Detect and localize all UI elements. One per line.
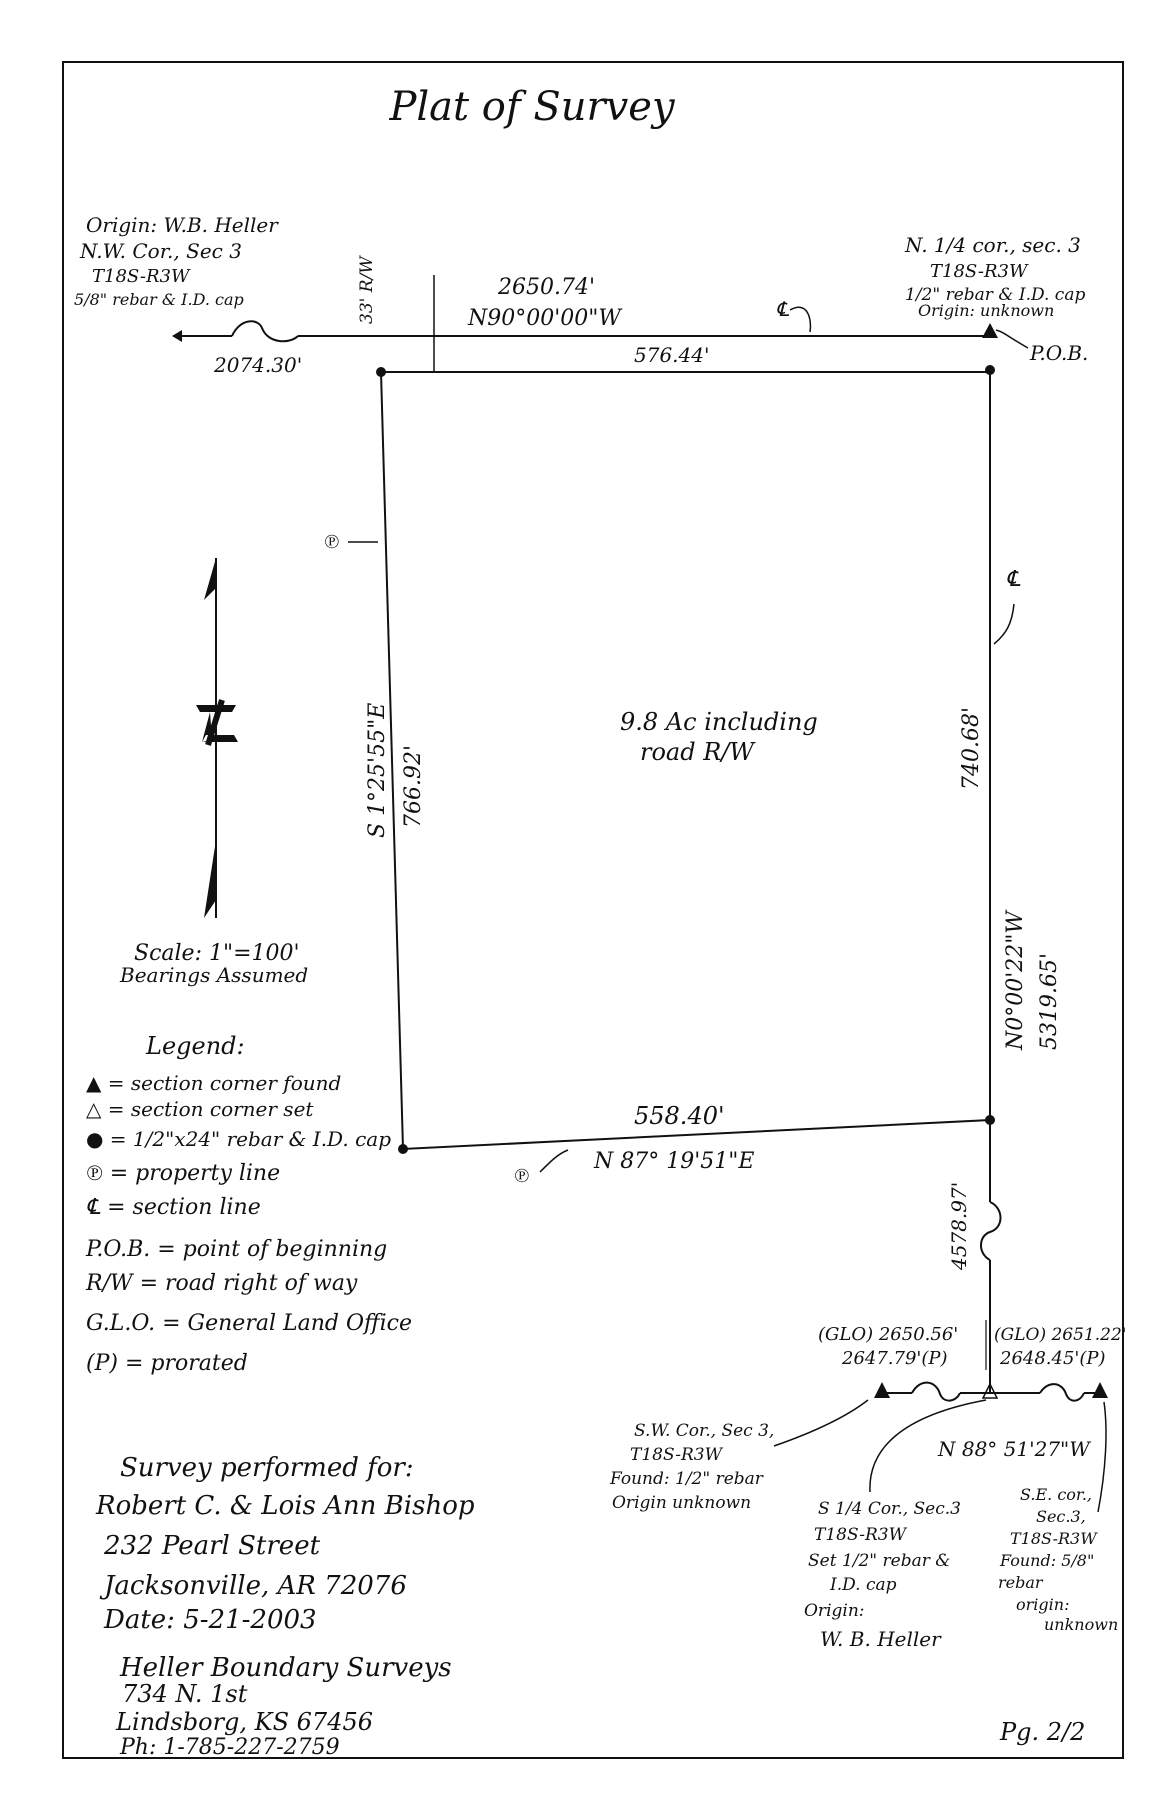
right-of-way-label: 33' R/W — [357, 255, 377, 324]
page-border — [62, 61, 1124, 1759]
north-quarter-corner-label: N. 1/4 cor., sec. 3 T18S-R3W 1/2" rebar … — [904, 233, 1085, 320]
legend-item: (P) = prorated — [86, 1351, 248, 1376]
svg-text:W. B. Heller: W. B. Heller — [820, 1627, 942, 1651]
svg-text:Origin: unknown: Origin: unknown — [918, 301, 1054, 320]
west-bearing: S 1°25'55"E — [365, 703, 390, 838]
origin-label: Origin: W.B. Heller N.W. Cor., Sec 3 T18… — [74, 213, 279, 309]
svg-text:Jacksonville, AR 72076: Jacksonville, AR 72076 — [99, 1571, 407, 1601]
svg-text:Sec.3,: Sec.3, — [1036, 1507, 1086, 1526]
svg-text:T18S-R3W: T18S-R3W — [92, 266, 191, 287]
svg-text:Origin:: Origin: — [804, 1601, 865, 1621]
north-arrow-icon — [196, 558, 238, 918]
east-section-line-south — [980, 1120, 1002, 1393]
east-lower-distance: 4578.97' — [947, 1182, 971, 1271]
svg-text:Survey performed for:: Survey performed for: — [120, 1453, 414, 1483]
svg-text:1/2" rebar & I.D. cap: 1/2" rebar & I.D. cap — [905, 285, 1085, 305]
south-section-line — [874, 1381, 1108, 1402]
svg-text:T18S-R3W: T18S-R3W — [930, 261, 1029, 282]
south-quarter-corner-label: S 1/4 Cor., Sec.3 T18S-R3W Set 1/2" reba… — [804, 1399, 987, 1651]
svg-text:Heller Boundary Surveys: Heller Boundary Surveys — [119, 1653, 452, 1683]
svg-text:Origin unknown: Origin unknown — [612, 1493, 751, 1513]
svg-text:Robert C. & Lois Ann Bishop: Robert C. & Lois Ann Bishop — [95, 1491, 475, 1521]
legend-item: G.L.O. = General Land Office — [86, 1311, 412, 1336]
west-pl-label: ℗ — [324, 529, 339, 553]
legend-item: P.O.B. = point of beginning — [85, 1237, 387, 1262]
svg-text:N. 1/4 cor., sec. 3: N. 1/4 cor., sec. 3 — [904, 233, 1081, 257]
legend-item: ℗ = property line — [86, 1161, 280, 1186]
glo-east-distance: (GLO) 2651.22' — [994, 1325, 1126, 1345]
legend: Legend: ▲ = section corner found △ = sec… — [85, 1032, 412, 1376]
east-total-distance: 5319.65' — [1037, 953, 1062, 1050]
sw-corner-label: S.W. Cor., Sec 3, T18S-R3W Found: 1/2" r… — [609, 1399, 869, 1513]
north-section-line — [172, 320, 998, 343]
page-number: Pg. 2/2 — [999, 1718, 1085, 1746]
legend-title: Legend: — [145, 1032, 245, 1060]
se-corner-label: S.E. cor., Sec.3, T18S-R3W Found: 5/8" r… — [998, 1401, 1118, 1634]
rebar-sw — [398, 1144, 408, 1154]
svg-text:Set 1/2" rebar &: Set 1/2" rebar & — [808, 1551, 950, 1571]
pob-label: P.O.B. — [1029, 341, 1088, 365]
surveyor-block: Heller Boundary Surveys 734 N. 1st Linds… — [115, 1653, 452, 1760]
sw-corner-found-marker — [874, 1382, 890, 1398]
svg-text:5/8" rebar & I.D. cap: 5/8" rebar & I.D. cap — [74, 290, 244, 309]
svg-text:T18S-R3W: T18S-R3W — [630, 1445, 724, 1465]
svg-text:Ph: 1-785-227-2759: Ph: 1-785-227-2759 — [119, 1735, 340, 1760]
svg-text:734 N. 1st: 734 N. 1st — [122, 1680, 248, 1708]
legend-item: ● = 1/2"x24" rebar & I.D. cap — [86, 1127, 391, 1151]
pob-corner-marker — [982, 323, 998, 338]
top-section-line-arrow — [789, 306, 812, 333]
pob-arrow — [995, 329, 1029, 349]
svg-text:Origin: W.B. Heller: Origin: W.B. Heller — [86, 213, 279, 237]
svg-text:Lindsborg, KS 67456: Lindsborg, KS 67456 — [115, 1708, 373, 1736]
svg-text:T18S-R3W: T18S-R3W — [814, 1525, 908, 1545]
svg-text:I.D. cap: I.D. cap — [829, 1575, 897, 1595]
svg-text:Found: 1/2" rebar: Found: 1/2" rebar — [609, 1469, 764, 1489]
svg-text:S 1/4 Cor., Sec.3: S 1/4 Cor., Sec.3 — [818, 1499, 961, 1519]
legend-item: ▲ = section corner found — [86, 1071, 341, 1095]
south-line-bearing: N 88° 51'27"W — [937, 1437, 1091, 1461]
south-distance: 558.40' — [634, 1102, 725, 1130]
bearings-assumed-label: Bearings Assumed — [119, 963, 308, 987]
east-lot-distance: 740.68' — [959, 707, 984, 790]
se-corner-found-marker — [1092, 1382, 1108, 1398]
top-bearing: N90°00'00"W — [467, 306, 623, 331]
svg-text:unknown: unknown — [1044, 1615, 1118, 1634]
legend-item: △ = section corner set — [86, 1097, 314, 1121]
legend-item: ℄ = section line — [86, 1195, 261, 1220]
area-label-line-2: road R/W — [640, 738, 756, 766]
svg-text:rebar: rebar — [998, 1573, 1044, 1592]
plat-title: Plat of Survey — [388, 84, 676, 130]
legend-item: R/W = road right of way — [85, 1271, 358, 1296]
top-total-distance: 2650.74' — [497, 275, 595, 300]
svg-text:S.W. Cor., Sec 3,: S.W. Cor., Sec 3, — [634, 1421, 774, 1441]
prorated-east-distance: 2648.45'(P) — [999, 1348, 1106, 1369]
top-lot-distance: 576.44' — [634, 343, 709, 367]
s-quarter-corner-set-marker — [981, 1382, 999, 1399]
client-block: Survey performed for: Robert C. & Lois A… — [95, 1453, 475, 1635]
top-section-line-label: ℄ — [776, 297, 790, 321]
glo-west-distance: (GLO) 2650.56' — [818, 1324, 958, 1345]
west-distance: 766.92' — [401, 745, 426, 828]
south-pl-label: ℗ — [514, 1163, 529, 1187]
svg-text:Date: 5-21-2003: Date: 5-21-2003 — [103, 1605, 317, 1635]
svg-text:Found: 5/8": Found: 5/8" — [999, 1551, 1094, 1570]
svg-text:N.W. Cor., Sec 3: N.W. Cor., Sec 3 — [79, 239, 242, 263]
svg-text:origin:: origin: — [1016, 1595, 1069, 1614]
south-bearing: N 87° 19'51"E — [593, 1149, 754, 1174]
east-section-line-label: ℄ — [1006, 567, 1021, 592]
scale-label: Scale: 1"=100' — [134, 941, 300, 966]
nw-corner-found-marker — [172, 330, 182, 342]
rebar-nw — [376, 367, 386, 377]
prorated-west-distance: 2647.79'(P) — [841, 1348, 948, 1369]
svg-text:S.E. cor.,: S.E. cor., — [1020, 1485, 1092, 1504]
east-bearing: N0°00'22"W — [1003, 909, 1028, 1051]
area-label-line-1: 9.8 Ac including — [620, 708, 818, 736]
rebar-ne — [985, 365, 995, 375]
svg-text:T18S-R3W: T18S-R3W — [1010, 1529, 1098, 1548]
top-west-distance: 2074.30' — [213, 353, 302, 377]
svg-text:232 Pearl Street: 232 Pearl Street — [103, 1531, 321, 1561]
